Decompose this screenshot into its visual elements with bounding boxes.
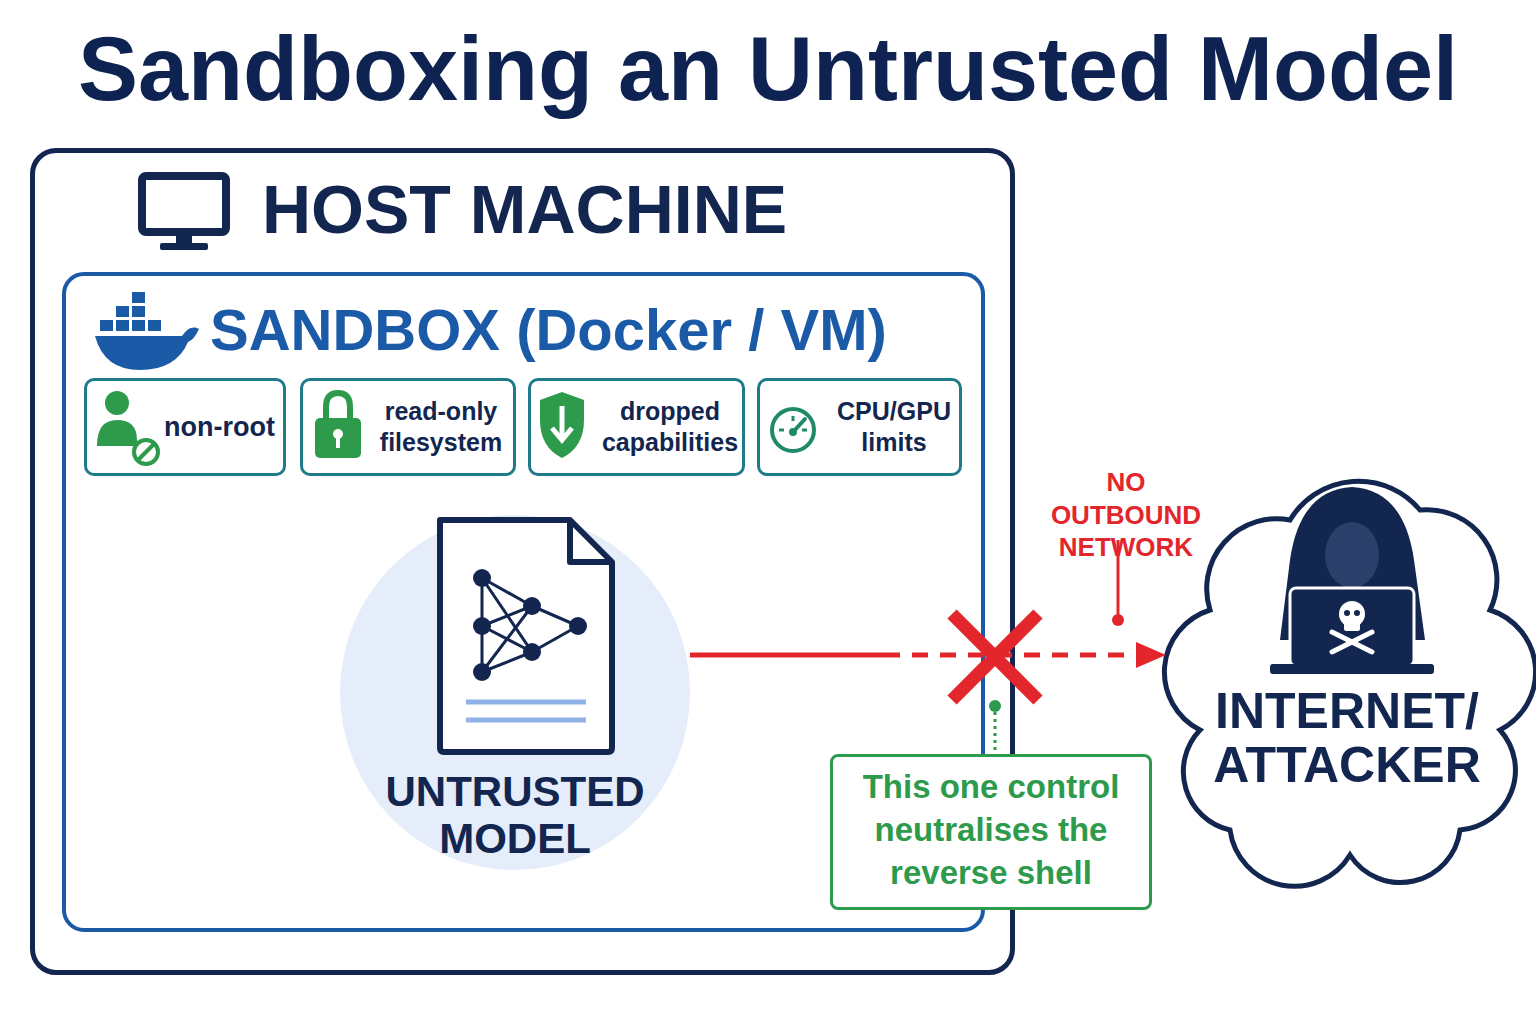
cloud-shape: [1164, 481, 1535, 886]
model-circle: UNTRUSTED MODEL: [340, 515, 690, 870]
blocked-connection: [690, 653, 1164, 658]
node-label: dropped capabilities: [597, 396, 743, 459]
control-chip: non-root: [84, 378, 286, 476]
node-label: CPU/GPU limits: [830, 396, 958, 459]
node-label: UNTRUSTED MODEL: [375, 768, 655, 862]
box-heading: SANDBOX (Docker / VM): [210, 298, 970, 362]
control-chip: dropped capabilities: [528, 378, 745, 476]
control-chip: CPU/GPU limits: [757, 378, 962, 476]
node-label: INTERNET/ ATTACKER: [1197, 684, 1497, 792]
node-label: read-only filesystem: [370, 396, 512, 459]
internet-cloud: INTERNET/ ATTACKER: [1170, 430, 1525, 870]
node-label: This one control neutralises the reverse…: [838, 766, 1144, 895]
box-heading: HOST MACHINE: [262, 172, 962, 247]
network-note: NO OUTBOUND NETWORK: [1028, 466, 1224, 564]
control-chip: read-only filesystem: [300, 378, 516, 476]
diagram-title: Sandboxing an Untrusted Model: [0, 20, 1536, 119]
callout-box: This one control neutralises the reverse…: [830, 754, 1152, 910]
node-label: non-root: [164, 411, 284, 443]
cloud-outline: [1170, 430, 1525, 870]
